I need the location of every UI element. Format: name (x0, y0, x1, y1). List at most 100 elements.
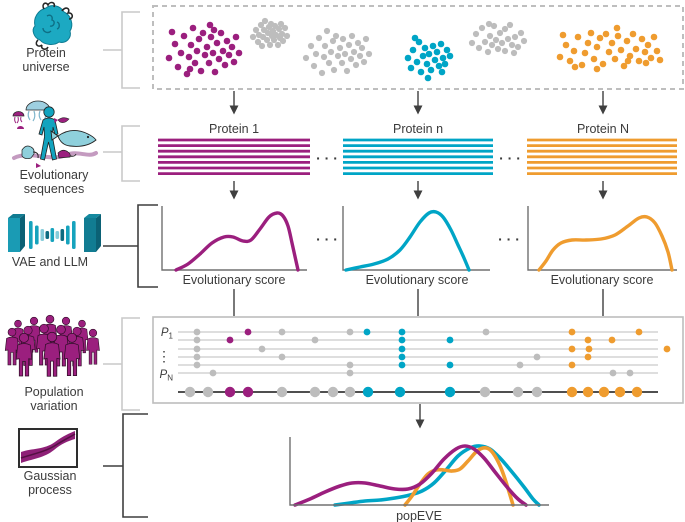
bar (45, 231, 50, 239)
scatter-dot (620, 62, 628, 70)
aggregate-variant-dot (309, 386, 321, 398)
scatter-dot (348, 32, 356, 40)
scatter-dot (413, 58, 421, 66)
bracket-gaussian-process (103, 413, 148, 518)
scatter-dot (341, 50, 349, 58)
scatter-dot (330, 66, 338, 74)
aggregate-variant-dot (344, 386, 356, 398)
variant-dot (311, 336, 319, 344)
scatter-dot (501, 47, 509, 55)
scatter-dot (407, 64, 415, 72)
scatter-dot (439, 54, 447, 62)
p1-sub: 1 (169, 332, 174, 341)
aggregate-variant-dot (598, 386, 610, 398)
scatter-dot (225, 51, 233, 59)
variant-dot (209, 369, 217, 377)
scatter-dot (431, 56, 439, 64)
protein-n-label: Protein n (393, 122, 443, 136)
gp-mean-line (20, 433, 76, 459)
scatter-clusters (165, 17, 664, 82)
scatter-dot (475, 44, 483, 52)
scatter-dot (274, 41, 282, 49)
scatter-dot (433, 48, 441, 56)
variant-dot (193, 345, 201, 353)
scatter-dot (261, 17, 269, 25)
score-axis-label-3: Evolutionary score (551, 273, 654, 287)
scatter-dot (336, 44, 344, 52)
scatter-dot (599, 60, 607, 68)
aggregate-variant-dot (479, 386, 491, 398)
variant-dot (398, 361, 406, 369)
scatter-dot (183, 70, 191, 78)
variant-dot (258, 345, 266, 353)
aggregate-variant-dot (512, 386, 524, 398)
scatter-dot (415, 38, 423, 46)
scatter-dot (180, 32, 188, 40)
variant-dot (363, 328, 371, 336)
scatter-dot (343, 67, 351, 75)
scatter-dot (435, 62, 443, 70)
scatter-dot (327, 48, 335, 56)
scatter-dot (345, 41, 353, 49)
bar (40, 229, 45, 241)
scatter-dot (590, 55, 598, 63)
scatter-dot (404, 54, 412, 62)
scatter-dot (249, 33, 257, 41)
protein-universe-icon (32, 1, 74, 50)
pN-sub: N (167, 374, 173, 383)
scatter-dot (481, 38, 489, 46)
scatter-dot (596, 34, 604, 42)
scatter-dot (223, 37, 231, 45)
variant-dot (635, 328, 643, 336)
encoder-slab-front (8, 218, 20, 252)
scatter-dot (283, 32, 291, 40)
jellyfish-small-tentacles (14, 116, 23, 124)
scatter-dot (235, 49, 243, 57)
protein-squiggle-right (61, 7, 74, 20)
scatter-dot (624, 57, 632, 65)
score-chart-axis (161, 206, 307, 271)
scatter-dot (354, 39, 362, 47)
vae-llm-icon (8, 214, 101, 252)
scatter-dot (468, 39, 476, 47)
popeve-axis (289, 437, 549, 506)
rail-label-gaussian-process-1: Gaussian (24, 469, 77, 483)
scatter-dot (587, 29, 595, 37)
aggregate-variant-dot (224, 386, 236, 398)
scatter-dot (254, 38, 262, 46)
rail-label-evolutionary-sequences-1: Evolutionary (20, 168, 90, 182)
protein-squiggle-bottom (35, 39, 49, 50)
scatter-dot (321, 42, 329, 50)
scatter-dot (485, 20, 493, 28)
scatter-dot (211, 68, 219, 76)
scatter-dot (602, 30, 610, 38)
variant-dot (346, 369, 354, 377)
scatter-dot (209, 49, 217, 57)
scatter-dot (574, 33, 582, 41)
scatter-dot (409, 46, 417, 54)
variant-dot (568, 328, 576, 336)
scatter-dot (504, 35, 512, 43)
evolutionary-score-charts (161, 206, 677, 272)
variant-dot (585, 345, 593, 353)
scatter-dot (307, 42, 315, 50)
rail-label-vae-llm: VAE and LLM (12, 255, 88, 269)
scatter-dot (421, 44, 429, 52)
variant-dot (663, 345, 671, 353)
scatter-dot (642, 59, 650, 67)
variant-dot (608, 336, 616, 344)
variant-dot (193, 328, 201, 336)
scatter-dot (270, 36, 278, 44)
aggregate-variant-dot (202, 386, 214, 398)
scatter-dot (219, 47, 227, 55)
scatter-dot (492, 36, 500, 44)
population-row-label-p1: P1 (161, 327, 174, 341)
pN-base: P (160, 369, 168, 381)
variant-dot (346, 361, 354, 369)
scatter-dot (252, 26, 260, 34)
variant-dot (193, 353, 201, 361)
score-axis-label-1: Evolutionary score (183, 273, 286, 287)
rail-label-protein-universe-1: Protein (26, 46, 66, 60)
